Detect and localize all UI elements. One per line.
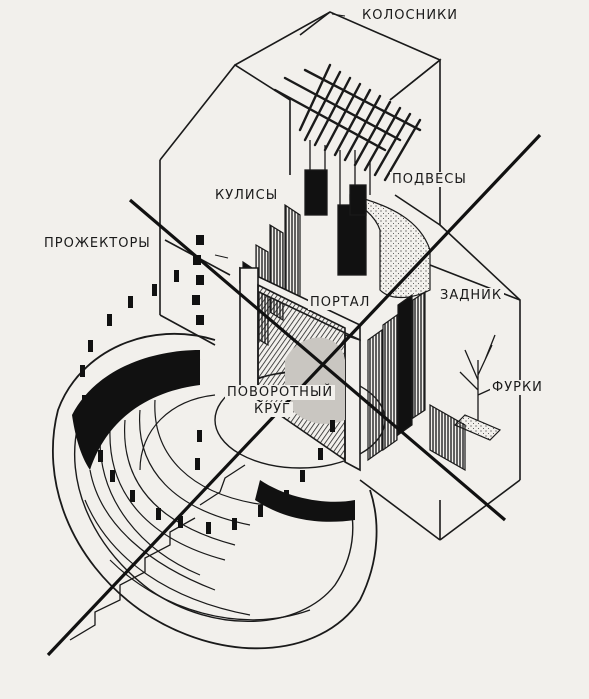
label-kulisy: КУЛИСЫ xyxy=(213,188,281,203)
flies-grid xyxy=(273,63,422,182)
spotlights xyxy=(80,235,335,534)
label-prozhektory: ПРОЖЕКТОРЫ xyxy=(42,236,153,251)
label-povorotny: ПОВОРОТНЫЙ xyxy=(225,385,336,400)
label-portal: ПОРТАЛ xyxy=(308,295,373,310)
label-podvesy: ПОДВЕСЫ xyxy=(390,172,469,187)
balcony-band xyxy=(72,350,200,470)
axis-line xyxy=(128,198,507,522)
wings-right xyxy=(367,290,426,462)
hanging-pieces xyxy=(304,140,371,276)
label-kolosniki: КОЛОСНИКИ xyxy=(360,8,461,23)
label-krug: КРУГ xyxy=(252,402,293,417)
wagon-furki xyxy=(429,334,502,472)
label-furki: ФУРКИ xyxy=(490,380,545,395)
label-zadnik: ЗАДНИК xyxy=(438,288,505,303)
leader-lines xyxy=(214,13,346,259)
stage-house-outline xyxy=(159,11,521,541)
